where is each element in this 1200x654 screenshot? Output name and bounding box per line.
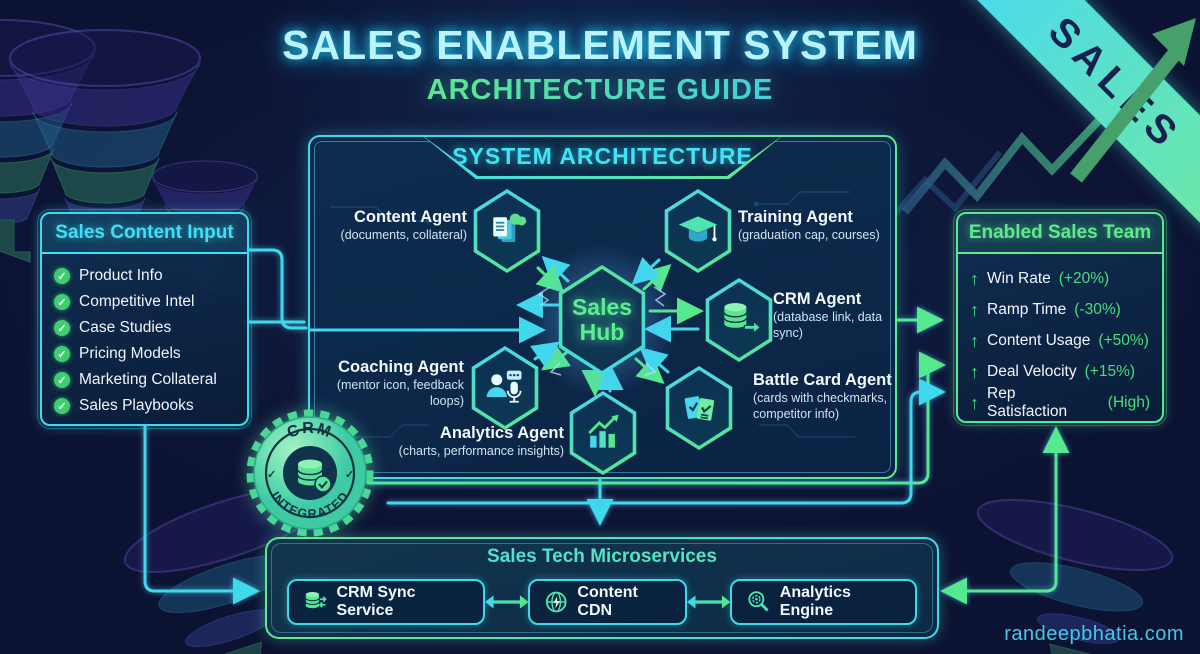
metric-row: ↑Ramp Time(-30%) [970, 299, 1121, 320]
growth-arrow-icon [1070, 18, 1196, 183]
architecture-title: SYSTEM ARCHITECTURE [452, 143, 753, 169]
database-sync-icon [723, 303, 761, 334]
badge-check-right: ✓ [345, 469, 354, 481]
badge-check-left: ✓ [267, 469, 276, 481]
magnifier-gear-icon [748, 591, 769, 612]
list-item: ✓Pricing Models [54, 341, 235, 367]
up-arrow-icon: ↑ [970, 330, 979, 351]
list-item: ✓Competitive Intel [54, 289, 235, 315]
metric-row: ↑Content Usage(+50%) [970, 330, 1149, 351]
battle-card-agent-hexagon [665, 366, 733, 450]
up-arrow-icon: ↑ [970, 361, 979, 382]
analytics-engine-box: Analytics Engine [730, 579, 917, 625]
analytics-agent-label: Analytics Agent(charts, performance insi… [398, 424, 564, 458]
crm-integrated-badge: CRM INTEGRATED ✓ ✓ [246, 409, 374, 537]
microservices-panel: Sales Tech Microservices CRM Sync Servic… [265, 537, 939, 639]
circuit-traces [330, 191, 855, 438]
badge-top-label: CRM [285, 420, 333, 442]
crm-sync-service-box: CRM Sync Service [287, 579, 485, 625]
panel-title: Enabled Sales Team [958, 214, 1162, 254]
globe-cdn-icon [545, 591, 567, 613]
bidirectional-arrow-icon [484, 595, 528, 609]
check-icon: ✓ [54, 268, 70, 284]
check-icon: ✓ [54, 398, 70, 414]
battle-card-agent-label: Battle Card Agent(cards with checkmarks,… [753, 371, 892, 421]
page-title: SALES ENABLEMENT SYSTEM [282, 22, 918, 68]
up-arrow-icon: ↑ [970, 392, 979, 413]
coaching-agent-label: Coaching Agent(mentor icon, feedback loo… [336, 358, 464, 408]
up-arrow-icon: ↑ [970, 299, 979, 320]
bar-chart-icon [588, 414, 619, 448]
enabled-sales-team-panel: Enabled Sales Team ↑Win Rate(+20%) ↑Ramp… [953, 209, 1167, 426]
sales-content-input-panel: Sales Content Input ✓Product Info ✓Compe… [37, 209, 252, 429]
list-item: ✓Product Info [54, 263, 235, 289]
trend-zigzag-line [901, 97, 1121, 215]
metric-row: ↑Win Rate(+20%) [970, 268, 1110, 289]
database-sync-icon [305, 592, 327, 609]
panel-title: Sales Content Input [42, 214, 247, 254]
list-item: ✓Marketing Collateral [54, 367, 235, 393]
crm-agent-label: CRM Agent(database link, data sync) [773, 290, 883, 340]
metric-row: ↑Rep Satisfaction(High) [970, 384, 1150, 420]
architecture-title-banner: SYSTEM ARCHITECTURE [421, 135, 784, 179]
check-icon: ✓ [54, 320, 70, 336]
check-icon: ✓ [54, 372, 70, 388]
list-item: ✓Sales Playbooks [54, 393, 235, 419]
watermark: randeepbhatia.com [1004, 623, 1184, 645]
graduation-cap-icon [678, 216, 718, 242]
microservices-title: Sales Tech Microservices [267, 546, 937, 568]
mentor-mic-icon [486, 370, 522, 403]
list-item: ✓Case Studies [54, 315, 235, 341]
content-agent-label: Content Agent(documents, collateral) [340, 208, 467, 242]
up-arrow-icon: ↑ [970, 268, 979, 289]
check-icon: ✓ [54, 346, 70, 362]
check-icon: ✓ [54, 294, 70, 310]
page-subtitle: ARCHITECTURE GUIDE [0, 74, 1200, 107]
training-agent-label: Training Agent(graduation cap, courses) [738, 208, 880, 242]
battle-cards-icon [684, 396, 715, 421]
system-architecture-panel: SYSTEM ARCHITECTURE [308, 135, 897, 479]
bidirectional-arrow-icon [686, 595, 731, 609]
metric-row: ↑Deal Velocity(+15%) [970, 361, 1136, 382]
database-icon [297, 459, 332, 493]
documents-cloud-icon [493, 213, 527, 242]
content-cdn-box: Content CDN [528, 579, 687, 625]
sales-ribbon: SALES [938, 0, 1200, 262]
svg-text:CRM: CRM [285, 420, 335, 442]
